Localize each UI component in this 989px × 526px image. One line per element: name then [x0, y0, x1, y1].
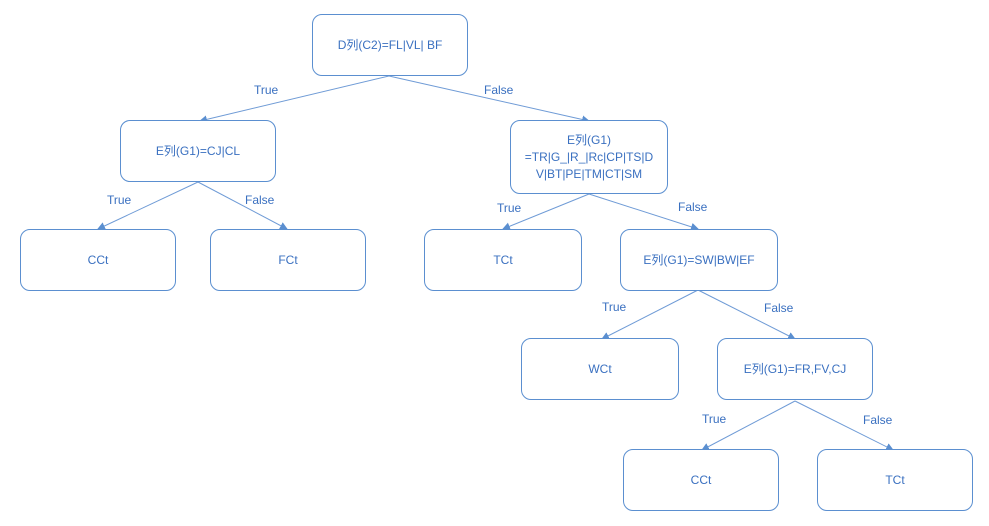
edge-label-false: False: [678, 200, 708, 214]
edge-left-true: [97, 181, 199, 230]
node-text: CCt: [87, 252, 109, 267]
edge-label-true: True: [107, 193, 132, 207]
edge-right-true: [502, 193, 590, 231]
node-text: E列(G1)=FR,FV,CJ: [743, 361, 847, 376]
edge-label-false: False: [484, 83, 514, 97]
node-text-line: V|BT|PE|TM|CT|SM: [535, 166, 643, 181]
edge-label-true: True: [497, 201, 522, 215]
node-text: TCt: [493, 252, 513, 267]
node-text: FCt: [278, 252, 298, 267]
edge-label-false: False: [863, 413, 893, 427]
node-text-line: E列(G1): [566, 132, 611, 147]
edge-fr-false: [794, 400, 894, 451]
edge-root-true: [199, 75, 390, 124]
node-text: E列(G1)=CJ|CL: [155, 143, 241, 158]
leaf-node-cct: CCt: [20, 229, 176, 291]
edge-left-false: [197, 181, 288, 230]
edge-label-true: True: [702, 412, 727, 426]
node-text: E列(G1)=SW|BW|EF: [643, 252, 755, 267]
root-condition-node: D列(C2)=FL|VL| BF: [312, 14, 468, 76]
node-text: CCt: [690, 472, 712, 487]
left-condition-node: E列(G1)=CJ|CL: [120, 120, 276, 182]
leaf-node-fct: FCt: [210, 229, 366, 291]
edge-label-true: True: [254, 83, 279, 97]
node-text: TCt: [885, 472, 905, 487]
edge-root-false: [388, 75, 590, 124]
leaf-node-tct: TCt: [424, 229, 582, 291]
edge-label-true: True: [602, 300, 627, 314]
node-text: D列(C2)=FL|VL| BF: [337, 37, 443, 52]
edge-label-false: False: [245, 193, 275, 207]
leaf-node-tct: TCt: [817, 449, 973, 511]
leaf-node-cct: CCt: [623, 449, 779, 511]
node-text: WCt: [588, 361, 612, 376]
leaf-node-wct: WCt: [521, 338, 679, 400]
edge-sw-true: [601, 289, 699, 340]
fr-condition-node: E列(G1)=FR,FV,CJ: [717, 338, 873, 400]
edge-label-false: False: [764, 301, 794, 315]
edge-fr-true: [701, 400, 796, 451]
edge-sw-false: [697, 289, 796, 340]
right-condition-node: E列(G1) =TR|G_|R_|Rc|CP|TS|D V|BT|PE|TM|C…: [510, 120, 668, 194]
edge-right-false: [588, 193, 699, 231]
sw-condition-node: E列(G1)=SW|BW|EF: [620, 229, 778, 291]
node-text-line: =TR|G_|R_|Rc|CP|TS|D: [524, 149, 654, 164]
